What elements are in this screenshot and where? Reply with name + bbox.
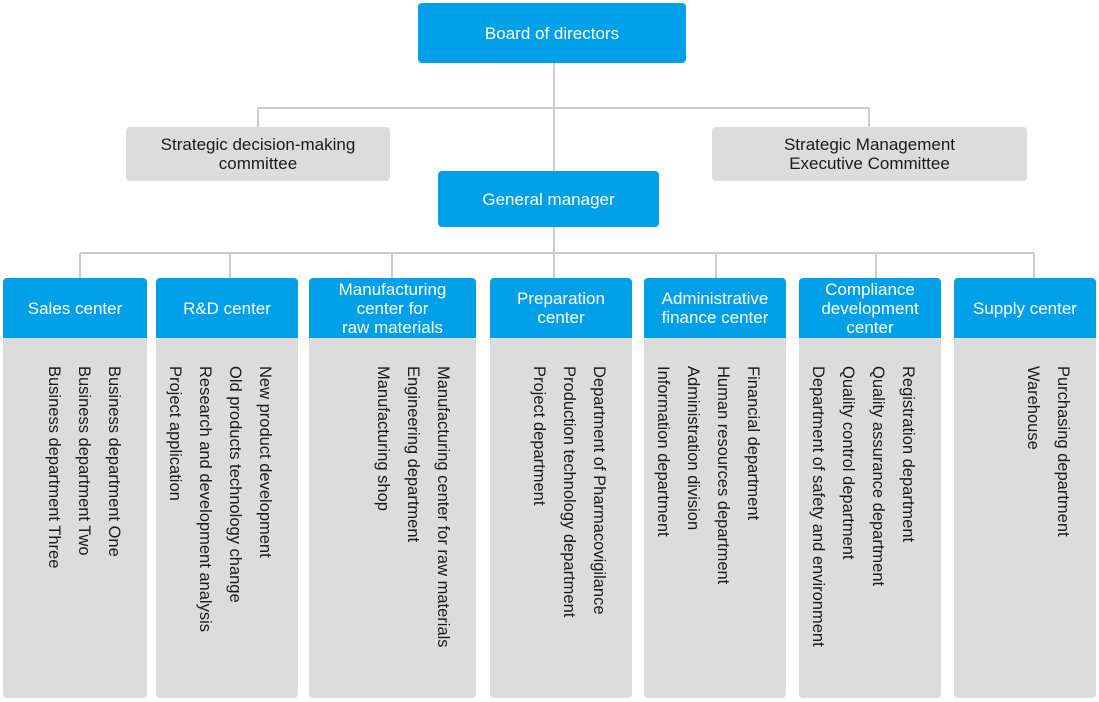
rd-center-department-list: New product development Old products tech… [156,338,298,698]
department-item: Quality control department [839,366,857,560]
department-item: Warehouse [1024,366,1042,450]
strategic-management-committee-box: Strategic Management Executive Committee [712,127,1027,181]
department-item: Project application [166,366,184,501]
department-item: Business department One [105,366,123,557]
department-item: Human resources department [714,366,732,585]
supply-center-department-list: Purchasing department Warehouse [954,338,1096,698]
preparation-center-department-list: Department of Pharmacovigilance Productio… [490,338,632,698]
strategic-management-committee-line-2: Executive Committee [789,154,950,173]
department-item: Old products technology change [226,366,244,603]
compliance-development-center-title-line: Compliance [825,279,915,299]
department-item: Purchasing department [1054,366,1072,537]
department-item: Registration department [899,366,917,543]
general-manager-box: General manager [438,171,659,227]
compliance-development-center-title-line: development [821,298,919,318]
department-item: Business department Two [75,366,93,556]
preparation-center-title-line: center [537,308,585,327]
strategic-decision-committee-box: Strategic decision-making committee [126,127,390,181]
sales-center-title-line: Sales center [27,298,123,318]
department-item: Production technology department [560,366,578,618]
department-item: Business department Three [45,366,63,569]
department-item: Project department [530,366,548,506]
department-item: Manufacturing shop [374,366,392,511]
administrative-finance-center-title-line: Administrative [661,289,769,308]
department-item: Administration division [684,366,702,531]
manufacturing-center-title-line: Manufacturing [338,279,447,299]
administrative-finance-center-department-list: Financial department Human resources depa… [644,338,786,698]
preparation-center-title-line: Preparation [517,289,605,308]
department-item: Information department [654,366,672,537]
administrative-finance-center-title-line: finance center [661,308,769,327]
department-item: Engineering department [404,366,422,543]
department-item: Quality assurance department [869,366,887,587]
manufacturing-center-department-list: Manufacturing center for raw materials En… [309,338,476,698]
department-item: Research and development analysis [196,366,214,632]
sales-center-department-list: Business department One Business departme… [3,338,147,698]
supply-center-header: Supply center [954,278,1096,338]
board-of-directors-label: Board of directors [484,23,620,43]
manufacturing-center-title-line: center for [356,298,429,318]
sales-center-header: Sales center [3,278,147,338]
department-item: Manufacturing center for raw materials [434,366,452,648]
rd-center-title-line: R&D center [183,298,271,318]
rd-center-header: R&D center [156,278,298,338]
supply-center-title-line: Supply center [973,298,1077,318]
strategic-management-committee-line-1: Strategic Management [783,135,956,154]
manufacturing-center-title-line: raw materials [341,317,444,337]
strategic-decision-committee-line-2: committee [218,154,298,173]
board-of-directors-box: Board of directors [418,3,686,63]
general-manager-label: General manager [482,189,615,209]
department-item: Department of safety and environment [809,366,827,647]
department-item: New product development [256,366,274,558]
compliance-development-center-department-list: Registration department Quality assurance… [799,338,941,698]
compliance-development-center-title-line: center [846,317,894,337]
department-item: Financial department [744,366,762,521]
strategic-decision-committee-line-1: Strategic decision-making [160,135,356,154]
department-item: Department of Pharmacovigilance [590,366,608,615]
